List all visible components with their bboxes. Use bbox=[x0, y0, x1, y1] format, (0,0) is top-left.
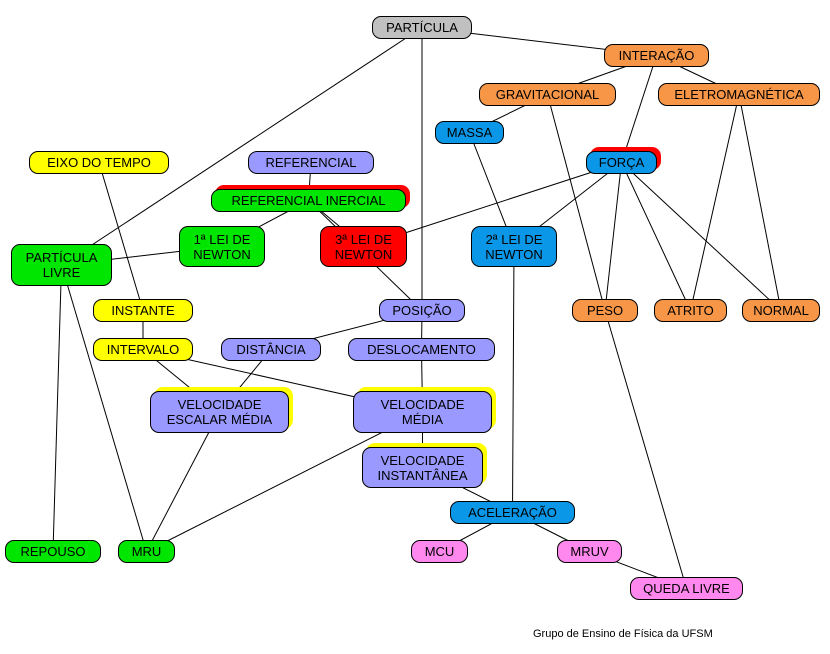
node-mruv: MRUV bbox=[557, 540, 622, 563]
node-particula-livre: PARTÍCULA LIVRE bbox=[11, 244, 112, 286]
node-velocidade-instantanea: VELOCIDADE INSTANTÂNEA bbox=[362, 447, 483, 488]
node-forca: FORÇA bbox=[586, 151, 657, 174]
node-mcu: MCU bbox=[411, 540, 468, 563]
edge-velocidade_media-mru bbox=[146, 411, 423, 552]
node-atrito: ATRITO bbox=[654, 299, 727, 322]
edge-peso-queda_livre bbox=[604, 310, 687, 589]
node-primeira-lei-newton: 1ª LEI DE NEWTON bbox=[179, 226, 265, 267]
node-interacao: INTERAÇÃO bbox=[604, 44, 709, 67]
node-terceira-lei-newton: 3ª LEI DE NEWTON bbox=[320, 226, 407, 267]
edge-velocidade_escalar_media-mru bbox=[146, 411, 220, 552]
credit-text: Grupo de Ensino de Física da UFSM bbox=[533, 628, 713, 640]
node-distancia: DISTÂNCIA bbox=[221, 338, 321, 361]
edge-interacao-forca bbox=[621, 55, 657, 163]
node-normal: NORMAL bbox=[742, 299, 820, 322]
node-queda-livre: QUEDA LIVRE bbox=[630, 577, 743, 600]
node-referencial: REFERENCIAL bbox=[248, 151, 374, 174]
edge-forca-normal bbox=[621, 162, 782, 311]
node-repouso: REPOUSO bbox=[5, 540, 101, 563]
node-posicao: POSIÇÃO bbox=[379, 299, 465, 322]
node-instante: INSTANTE bbox=[93, 299, 193, 322]
edge-segunda_lei-aceleracao bbox=[512, 246, 515, 513]
edge-particula_livre-repouso bbox=[52, 264, 62, 552]
node-velocidade-escalar-media: VELOCIDADE ESCALAR MÉDIA bbox=[150, 391, 289, 433]
edge-eixo_do_tempo-instante bbox=[98, 162, 144, 311]
edge-gravitacional-peso bbox=[547, 94, 606, 311]
node-intervalo: INTERVALO bbox=[93, 338, 193, 361]
node-aceleracao: ACELERAÇÃO bbox=[450, 501, 575, 524]
node-deslocamento: DESLOCAMENTO bbox=[348, 338, 495, 361]
node-gravitacional: GRAVITACIONAL bbox=[479, 83, 616, 106]
node-segunda-lei-newton: 2ª LEI DE NEWTON bbox=[471, 226, 557, 267]
edge-particula-particula_livre bbox=[61, 27, 423, 266]
node-peso: PESO bbox=[572, 299, 638, 322]
edge-forca-atrito bbox=[621, 162, 691, 311]
node-eixo-do-tempo: EIXO DO TEMPO bbox=[29, 151, 169, 174]
node-particula: PARTÍCULA bbox=[372, 16, 472, 39]
edge-particula_livre-mru bbox=[61, 264, 147, 552]
edge-eletromagnetica-normal bbox=[738, 94, 782, 311]
node-referencial-inercial: REFERENCIAL INERCIAL bbox=[211, 189, 406, 212]
node-eletromagnetica: ELETROMAGNÉTICA bbox=[658, 83, 820, 106]
node-mru: MRU bbox=[118, 540, 175, 563]
node-massa: MASSA bbox=[435, 121, 504, 144]
node-velocidade-media: VELOCIDADE MÉDIA bbox=[353, 391, 492, 433]
edge-eletromagnetica-atrito bbox=[690, 94, 740, 311]
edge-forca-peso bbox=[604, 162, 622, 311]
